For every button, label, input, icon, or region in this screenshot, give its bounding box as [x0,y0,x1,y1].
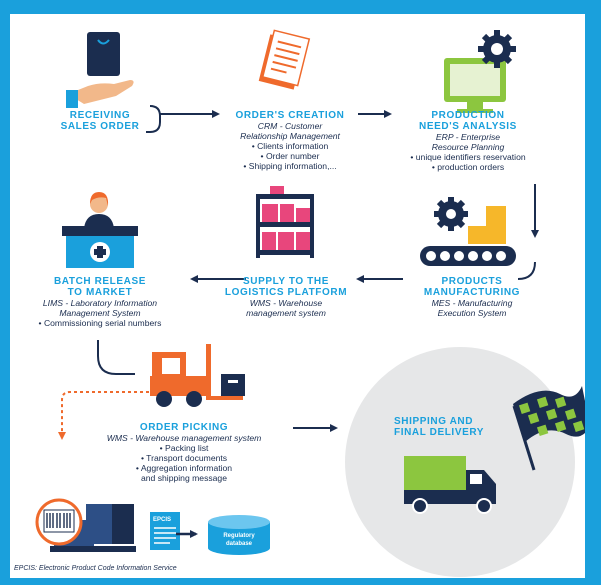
footnote: EPCIS: Electronic Product Code Informati… [14,565,177,572]
diagram-graphics: EPCIS Regulatory database [35,29,585,577]
epcis-dotted-connector [58,391,155,440]
step-batch-release: BATCH RELEASE TO MARKET LIMS - Laborator… [18,276,182,328]
receiving-order-icon [66,32,134,108]
supply-title-1: SUPPLY TO THE [243,276,329,287]
pharmacist-desk-icon [62,192,138,268]
production-need-item: • production orders [431,162,505,172]
batch-release-system-1: LIMS - Laboratory Information [42,298,158,308]
order-picking-title: ORDER PICKING [139,422,229,433]
manufacturing-system-2: Execution System [437,308,507,318]
step-production-need: PRODUCTION NEED'S ANALYSIS ERP - Enterpr… [388,110,548,172]
step-orders-creation: ORDER'S CREATION CRM - Customer Relation… [222,110,358,171]
supply-title-2: LOGISTICS PLATFORM [224,287,348,298]
orders-creation-system-1: CRM - Customer [257,121,323,131]
production-need-title-1: PRODUCTION [431,110,505,121]
order-document-icon [258,29,311,90]
epcis-icon-label: EPCIS [153,517,171,523]
delivery-truck-icon [404,456,496,514]
shipping-title-1: SHIPPING AND [394,416,474,427]
monitor-gear-icon [444,30,516,113]
production-need-system-2: Resource Planning [431,142,505,152]
regulatory-label-1: Regulatory [223,533,255,539]
diagram-panel: EPCIS Regulatory database [10,14,585,578]
receiving-title-2: SALES ORDER [60,121,140,132]
batch-release-system-2: Management System [59,308,141,318]
conveyor-factory-icon [420,197,516,266]
supply-system-2: management system [246,308,326,318]
step-supply-logistics: SUPPLY TO THE LOGISTICS PLATFORM WMS - W… [216,276,356,318]
step-shipping-delivery: SHIPPING AND FINAL DELIVERY [394,416,500,438]
forklift-icon [150,344,245,407]
orders-creation-item: • Shipping information,... [243,161,337,171]
batch-release-item: • Commissioning serial numbers [38,318,162,328]
step-receiving-sales-order: RECEIVING SALES ORDER [50,110,150,132]
regulatory-database-icon: Regulatory database [208,515,270,555]
orders-creation-title: ORDER'S CREATION [235,110,345,121]
order-picking-item: • Aggregation information [135,463,233,473]
production-need-item: • unique identifiers reservation [410,152,526,162]
epcis-document-icon: EPCIS [150,512,198,550]
manufacturing-title-1: PRODUCTS [441,276,503,287]
shipping-title-2: FINAL DELIVERY [394,427,485,438]
orders-creation-system-2: Relationship Management [240,131,340,141]
supply-system-1: WMS - Warehouse [249,298,323,308]
step-products-manufacturing: PRODUCTS MANUFACTURING MES - Manufacturi… [406,276,538,318]
order-picking-item: and shipping message [141,473,227,483]
batch-release-title-1: BATCH RELEASE [53,276,147,287]
step-order-picking: ORDER PICKING WMS - Warehouse management… [86,422,282,483]
manufacturing-title-2: MANUFACTURING [423,287,521,298]
order-picking-system: WMS - Warehouse management system [106,433,262,443]
checkered-flag-icon [512,386,585,471]
receiving-title-1: RECEIVING [69,110,131,121]
regulatory-label-2: database [226,541,253,547]
barcode-pallet-icon [35,498,136,552]
orders-creation-item: • Order number [260,151,320,161]
warehouse-shelves-icon [256,186,314,258]
flow-connectors [97,105,539,432]
manufacturing-system-1: MES - Manufacturing [431,298,513,308]
batch-release-title-2: TO MARKET [67,287,133,298]
production-need-title-2: NEED'S ANALYSIS [419,121,517,132]
orders-creation-item: • Clients information [251,141,329,151]
production-need-system-1: ERP - Enterprise [435,132,501,142]
order-picking-item: • Transport documents [140,453,228,463]
order-picking-item: • Packing list [159,443,209,453]
